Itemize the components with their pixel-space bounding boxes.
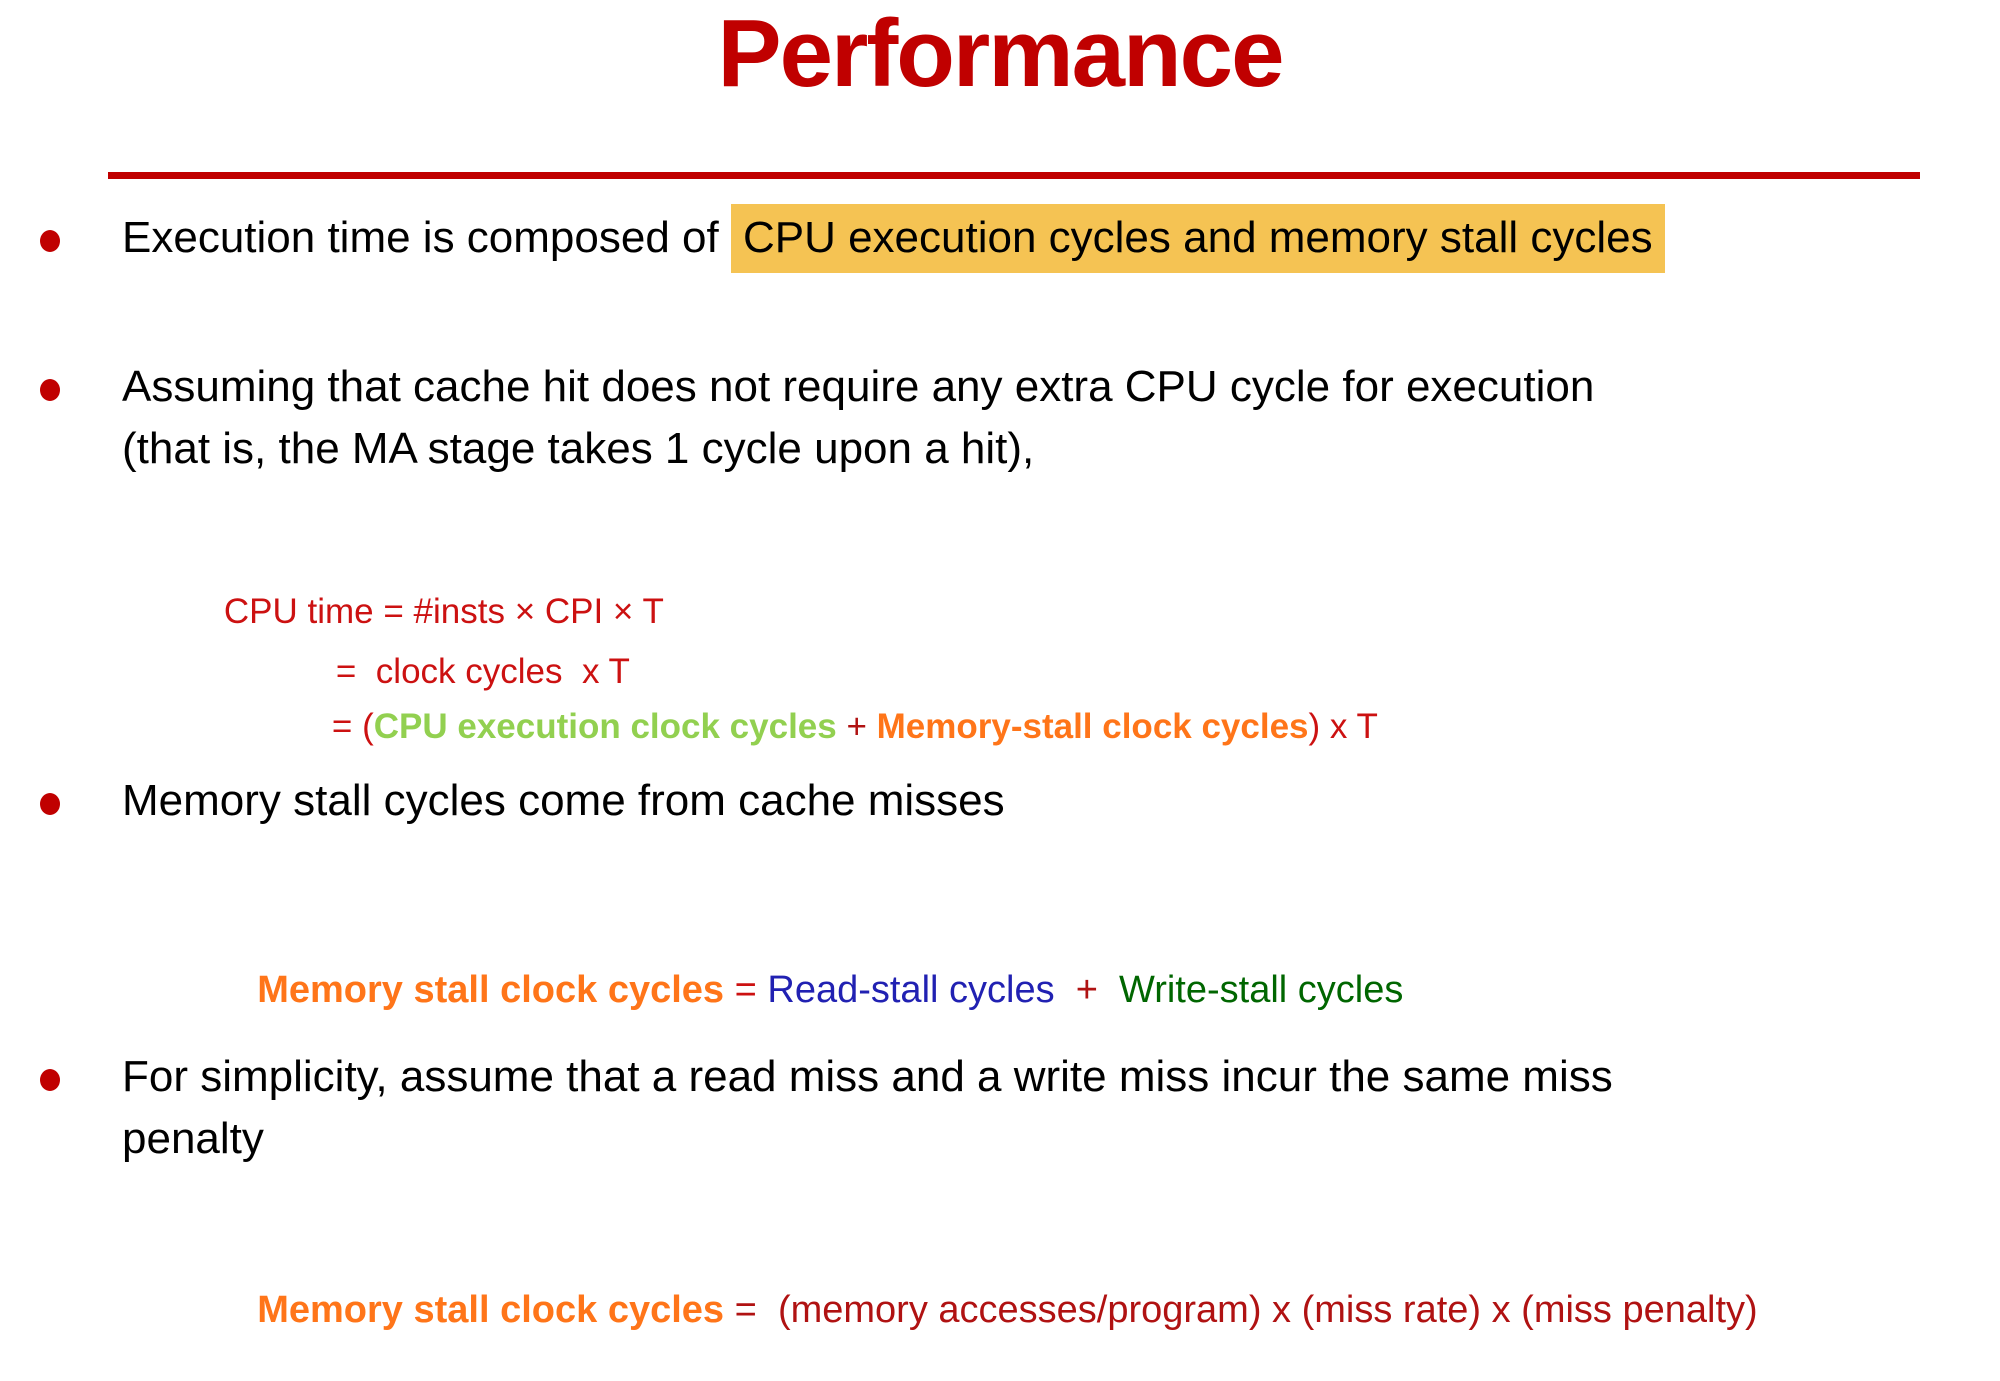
bullet-line: penalty (122, 1114, 264, 1163)
title-divider-rule (108, 172, 1920, 179)
bullet-cache-hit-assumption: Assuming that cache hit does not require… (40, 356, 1970, 480)
bullet-execution-time-text: Execution time is composed of CPU execut… (122, 204, 1665, 273)
memory-stall-lhs: Memory stall clock cycles (257, 969, 725, 1011)
bullet-marker (40, 793, 60, 815)
formula-cpu-time-line1: CPU time = #insts × CPI × T (185, 546, 664, 678)
bullet-line: (that is, the MA stage takes 1 cycle upo… (122, 424, 1035, 473)
equals-open-paren: = ( (331, 707, 374, 746)
highlighted-text: CPU execution cycles and memory stall cy… (730, 204, 1665, 273)
cpu-execution-clock-cycles-term: CPU execution clock cycles (373, 707, 837, 746)
bullet-text-plain: Execution time is composed of (122, 213, 731, 262)
formula-cpu-time-line3: = (CPU execution clock cycles + Memory-s… (293, 661, 1378, 793)
formula-text: = clock cycles x T (335, 652, 630, 691)
write-stall-term: Write-stall cycles (1119, 969, 1404, 1011)
memory-stall-lhs: Memory stall clock cycles (257, 1289, 725, 1331)
formula-memory-stall-sum: Memory stall clock cycles = Read-stall c… (215, 918, 1403, 1062)
slide-title: Performance (717, 0, 1285, 107)
bullet-memory-stall-text: Memory stall cycles come from cache miss… (122, 776, 1005, 825)
bullet-cache-hit-text: Assuming that cache hit does not require… (122, 356, 1594, 480)
memory-stall-clock-cycles-term: Memory-stall clock cycles (876, 707, 1309, 746)
equals-operator: = (724, 969, 768, 1011)
bullet-memory-stall-source: Memory stall cycles come from cache miss… (40, 770, 1970, 832)
equals-operator: = (724, 1289, 778, 1331)
miss-product-rhs: (memory accesses/program) x (miss rate) … (777, 1289, 1758, 1331)
bullet-miss-penalty-assumption: For simplicity, assume that a read miss … (40, 1046, 1970, 1170)
plus-operator: + (836, 707, 877, 746)
bullet-execution-time: Execution time is composed of CPU execut… (40, 204, 1970, 273)
formula-cpu-time-line2: = clock cycles x T (297, 606, 630, 738)
formula-text: CPU time = #insts × CPI × T (223, 592, 664, 631)
bullet-line: Assuming that cache hit does not require… (122, 362, 1595, 411)
formula-memory-stall-product: Memory stall clock cycles = (memory acce… (215, 1238, 1758, 1381)
bullet-marker (40, 230, 60, 252)
bullet-marker (40, 379, 60, 401)
close-paren-times-t: ) x T (1308, 707, 1378, 746)
bullet-miss-penalty-text: For simplicity, assume that a read miss … (122, 1046, 1613, 1170)
read-stall-term: Read-stall cycles (767, 969, 1055, 1011)
bullet-marker (40, 1069, 60, 1091)
bullet-line: For simplicity, assume that a read miss … (122, 1052, 1613, 1101)
plus-operator: + (1054, 969, 1120, 1011)
